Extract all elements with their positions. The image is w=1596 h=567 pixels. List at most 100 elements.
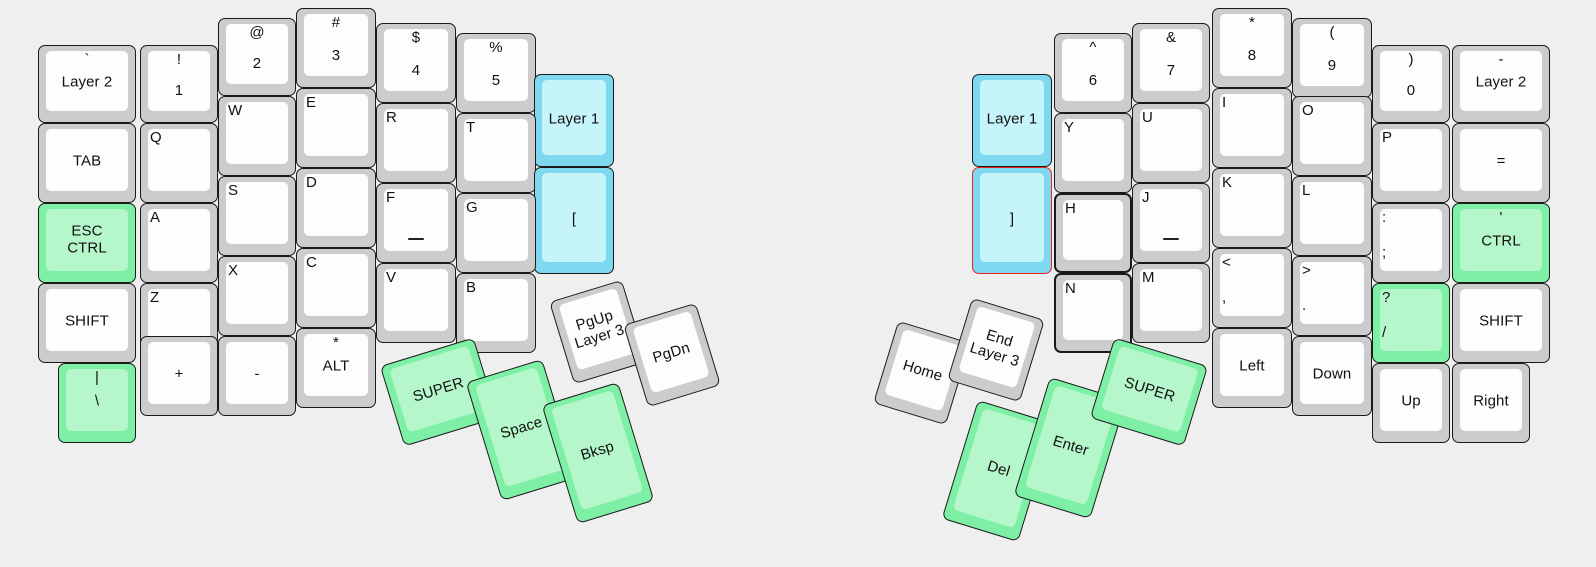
key-l-r[interactable]: R <box>376 103 456 183</box>
key-l-b[interactable]: B <box>456 273 536 353</box>
keycap-surface <box>1140 269 1202 331</box>
key-l-pgdn[interactable]: PgDn <box>623 302 721 408</box>
key-r-slash[interactable]: ?/ <box>1372 283 1450 363</box>
key-r-n[interactable]: N <box>1054 273 1132 353</box>
key-r-6[interactable]: ^6 <box>1054 33 1132 113</box>
key-l-v[interactable]: V <box>376 263 456 343</box>
keycap-surface <box>1140 189 1202 251</box>
keycap-surface <box>1300 182 1364 244</box>
key-r-quote-ctrl[interactable]: 'CTRL <box>1452 203 1550 283</box>
keycap-surface <box>46 289 128 351</box>
key-r-down[interactable]: Down <box>1292 336 1372 416</box>
keycap-surface <box>1062 39 1124 101</box>
key-r-u[interactable]: U <box>1132 103 1210 183</box>
key-r-equal[interactable]: = <box>1452 123 1550 203</box>
key-r-left[interactable]: Left <box>1212 328 1292 408</box>
key-l-shift[interactable]: SHIFT <box>38 283 136 363</box>
keycap-surface <box>1220 334 1284 396</box>
key-l-grave-layer2[interactable]: `Layer 2 <box>38 45 136 123</box>
keycap-surface <box>464 199 528 261</box>
key-l-x[interactable]: X <box>218 256 296 336</box>
key-l-1[interactable]: !1 <box>140 45 218 123</box>
keycap-surface <box>1300 24 1364 86</box>
keycap-surface <box>1380 369 1442 431</box>
key-l-f[interactable]: F <box>376 183 456 263</box>
key-l-lbracket[interactable]: [ <box>534 167 614 274</box>
key-r-p[interactable]: P <box>1372 123 1450 203</box>
key-r-semicolon[interactable]: :; <box>1372 203 1450 283</box>
key-r-y[interactable]: Y <box>1054 113 1132 193</box>
keycap-surface <box>1101 345 1199 433</box>
keycap-surface <box>1460 51 1542 111</box>
key-l-q[interactable]: Q <box>140 123 218 203</box>
key-l-t[interactable]: T <box>456 113 536 193</box>
keycap-surface <box>384 269 448 331</box>
key-l-alt[interactable]: *ALT <box>296 328 376 408</box>
keycap-surface <box>1300 342 1364 404</box>
key-l-s[interactable]: S <box>218 176 296 256</box>
key-l-tab[interactable]: TAB <box>38 123 136 203</box>
key-r-8[interactable]: *8 <box>1212 8 1292 88</box>
keycap-surface <box>46 51 128 111</box>
key-r-i[interactable]: I <box>1212 88 1292 168</box>
key-r-9[interactable]: (9 <box>1292 18 1372 98</box>
key-l-e[interactable]: E <box>296 88 376 168</box>
keycap-surface <box>1300 262 1364 324</box>
keycap-surface <box>542 80 606 155</box>
keycap-surface <box>1140 29 1202 91</box>
keycap-surface <box>304 174 368 236</box>
keycap-surface <box>1300 102 1364 164</box>
key-l-c[interactable]: C <box>296 248 376 328</box>
key-r-shift[interactable]: SHIFT <box>1452 283 1550 363</box>
keycap-surface <box>632 310 710 394</box>
key-r-o[interactable]: O <box>1292 96 1372 176</box>
key-r-l[interactable]: L <box>1292 176 1372 256</box>
key-r-up[interactable]: Up <box>1372 363 1450 443</box>
keycap-surface <box>148 342 210 404</box>
key-r-j[interactable]: J <box>1132 183 1210 263</box>
keycap-surface <box>304 334 368 396</box>
keycap-surface <box>304 94 368 156</box>
key-r-end-layer3[interactable]: End Layer 3 <box>947 297 1045 403</box>
keycap-surface <box>304 14 368 76</box>
keycap-surface <box>226 102 288 164</box>
key-l-bksp[interactable]: Bksp <box>541 382 655 524</box>
key-r-m[interactable]: M <box>1132 263 1210 343</box>
keycap-surface <box>1220 14 1284 76</box>
key-l-4[interactable]: $4 <box>376 23 456 103</box>
key-l-w[interactable]: W <box>218 96 296 176</box>
key-r-0[interactable]: )0 <box>1372 45 1450 123</box>
key-r-h[interactable]: H <box>1054 193 1132 273</box>
keycap-surface <box>1380 129 1442 191</box>
key-r-right[interactable]: Right <box>1452 363 1530 443</box>
keycap-surface <box>1063 200 1123 260</box>
key-l-2[interactable]: @2 <box>218 18 296 96</box>
key-r-layer1[interactable]: Layer 1 <box>972 74 1052 167</box>
key-l-esc-ctrl[interactable]: ESC CTRL <box>38 203 136 283</box>
keycap-surface <box>148 209 210 271</box>
keycap-surface <box>542 173 606 262</box>
keycap-surface <box>464 39 528 101</box>
homing-bar-indicator <box>1163 238 1179 240</box>
key-l-g[interactable]: G <box>456 193 536 273</box>
key-r-period[interactable]: >. <box>1292 256 1372 336</box>
key-r-rbracket[interactable]: ] <box>972 167 1052 274</box>
key-r-7[interactable]: &7 <box>1132 23 1210 103</box>
key-r-comma[interactable]: <, <box>1212 248 1292 328</box>
key-l-layer1[interactable]: Layer 1 <box>534 74 614 167</box>
keycap-surface <box>1380 289 1442 351</box>
key-r-minus-layer2[interactable]: -Layer 2 <box>1452 45 1550 123</box>
key-l-plus[interactable]: + <box>140 336 218 416</box>
key-l-minus[interactable]: - <box>218 336 296 416</box>
key-r-k[interactable]: K <box>1212 168 1292 248</box>
key-l-3[interactable]: #3 <box>296 8 376 88</box>
key-l-pipe-backslash[interactable]: |\ <box>58 363 136 443</box>
keycap-surface <box>1140 109 1202 171</box>
homing-bar-indicator <box>408 238 424 240</box>
keycap-surface <box>1460 369 1522 431</box>
key-l-d[interactable]: D <box>296 168 376 248</box>
key-l-a[interactable]: A <box>140 203 218 283</box>
key-l-5[interactable]: %5 <box>456 33 536 113</box>
keycap-surface <box>958 305 1036 389</box>
